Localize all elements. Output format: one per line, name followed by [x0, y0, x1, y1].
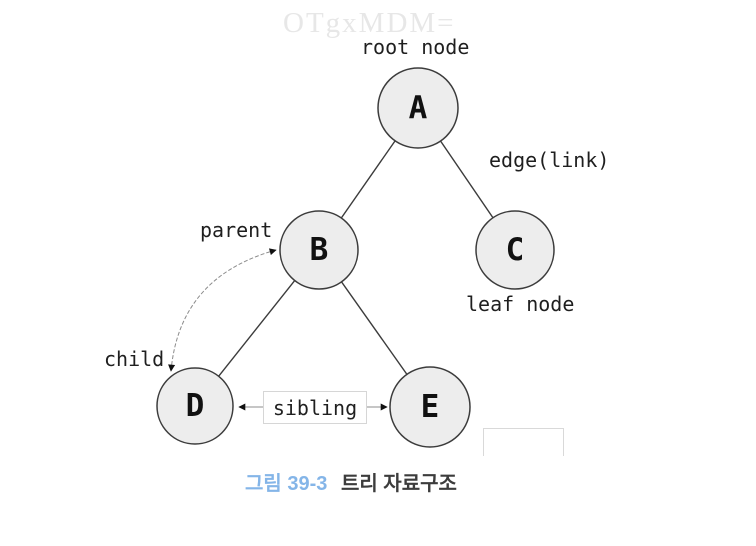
node-d-circle — [156, 367, 234, 445]
node-a-circle — [377, 67, 459, 149]
parent-child-arrow — [168, 248, 277, 372]
label-edge-link: edge(link) — [489, 148, 610, 172]
node-c-circle — [475, 210, 555, 290]
watermark-text: OTgxMDM= — [283, 7, 456, 39]
figure-title: 트리 자료구조 — [340, 473, 457, 495]
label-parent: parent — [200, 218, 273, 242]
node-b-label: B — [309, 232, 329, 268]
label-sibling: sibling — [272, 395, 358, 420]
node-c-label: C — [505, 232, 525, 268]
sibling-box: sibling — [263, 391, 367, 424]
node-a-label: A — [408, 90, 428, 126]
figure-caption: 그림 39-3 트리 자료구조 — [245, 467, 457, 496]
label-root-node: root node — [361, 35, 470, 59]
empty-box — [483, 428, 564, 456]
figure-number: 그림 39-3 — [245, 473, 328, 495]
node-d-label: D — [185, 388, 205, 424]
node-e-label: E — [420, 389, 440, 425]
node-e-circle — [389, 366, 471, 448]
label-child: child — [104, 347, 165, 371]
label-leaf-node: leaf node — [466, 292, 575, 316]
node-b-circle — [279, 210, 359, 290]
